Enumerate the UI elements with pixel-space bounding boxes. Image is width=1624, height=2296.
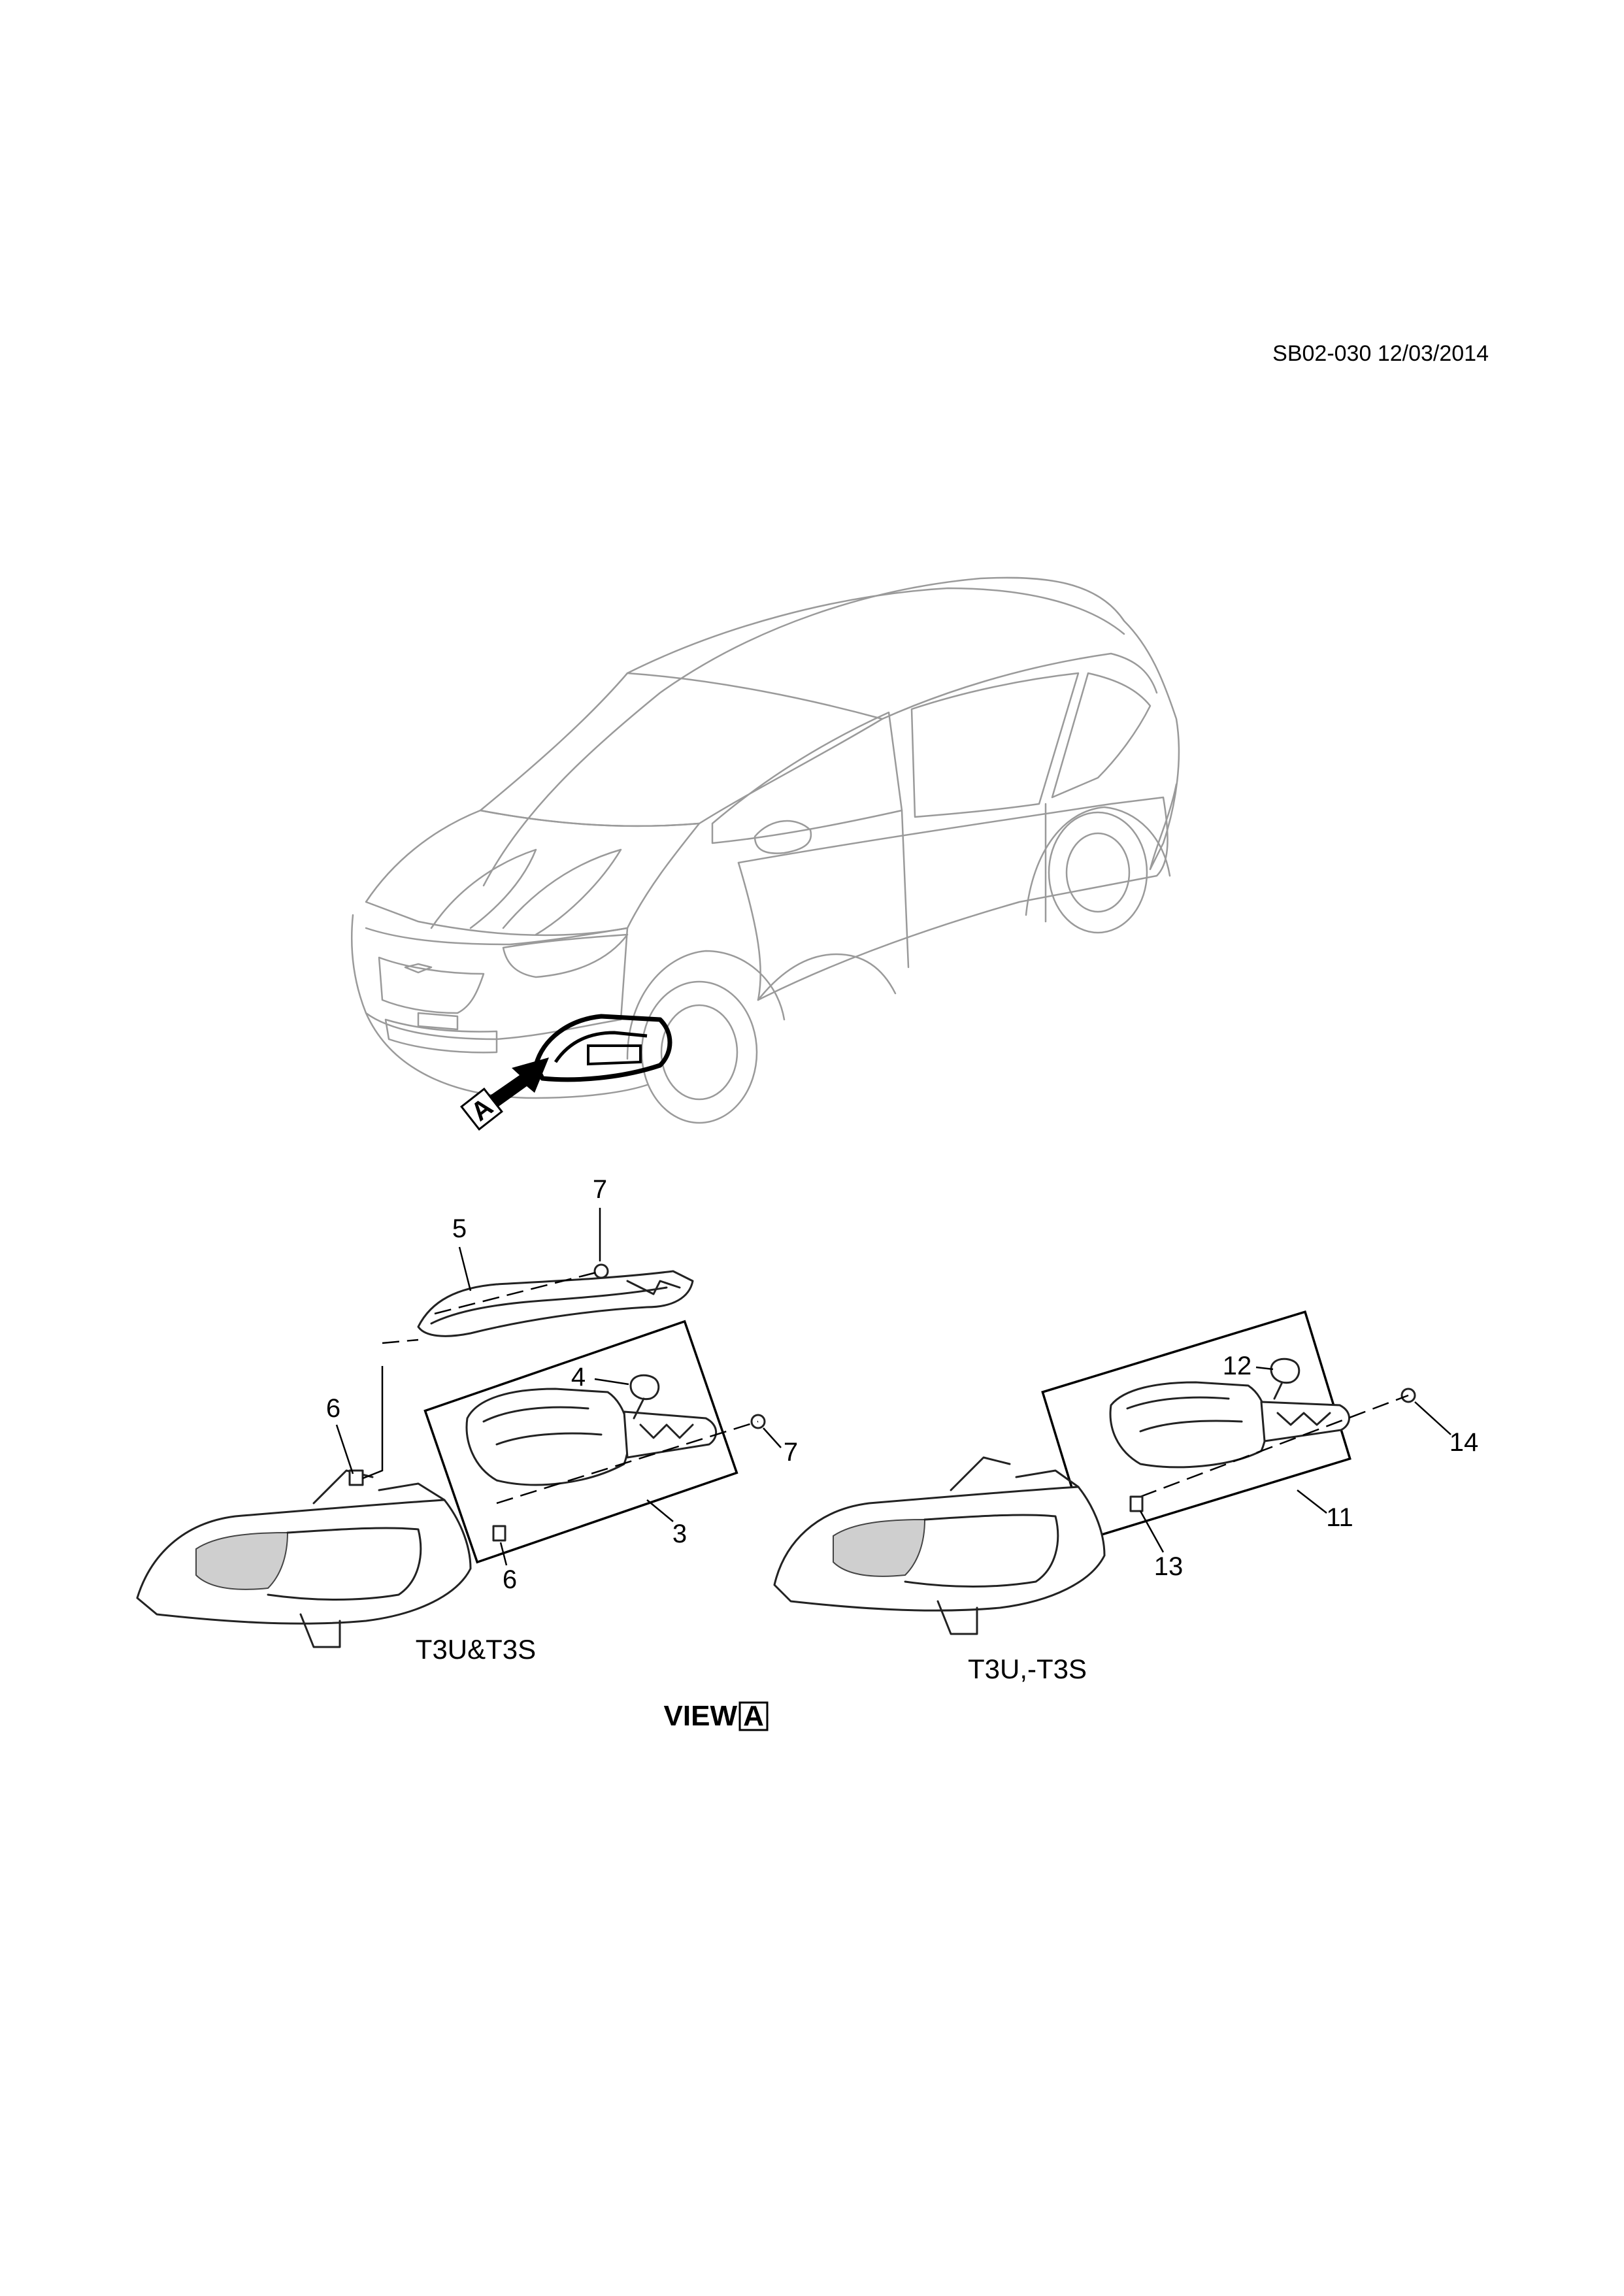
callout-6-bottom: 6 [503,1565,517,1594]
view-a-arrow: A [460,1057,549,1131]
callout-3: 3 [672,1520,687,1548]
view-letter: A [743,1700,764,1732]
callout-7-right: 7 [784,1438,798,1467]
callout-6-left: 6 [326,1394,340,1423]
left-callouts: 7 5 4 6 7 3 6 [326,1175,798,1594]
callout-12: 12 [1223,1352,1252,1380]
car-illustration [350,576,1180,1124]
right-assembly [773,1310,1416,1635]
caption-right: T3U,-T3S [968,1654,1087,1684]
view-a-caption: VIEW A [664,1700,769,1732]
left-assembly [136,1263,766,1648]
callout-11: 11 [1326,1503,1353,1532]
callout-13: 13 [1154,1552,1184,1581]
callout-4: 4 [571,1363,586,1391]
right-callouts: 12 14 11 13 [1139,1352,1479,1581]
diagram-code: SB02-030 12/03/2014 [1272,341,1489,366]
callout-7-top: 7 [593,1175,607,1204]
view-text: VIEW [664,1700,738,1732]
callout-14: 14 [1450,1428,1479,1457]
caption-left: T3U&T3S [416,1634,536,1665]
callout-5: 5 [452,1214,467,1243]
car-foglamp-highlight [533,1014,672,1082]
